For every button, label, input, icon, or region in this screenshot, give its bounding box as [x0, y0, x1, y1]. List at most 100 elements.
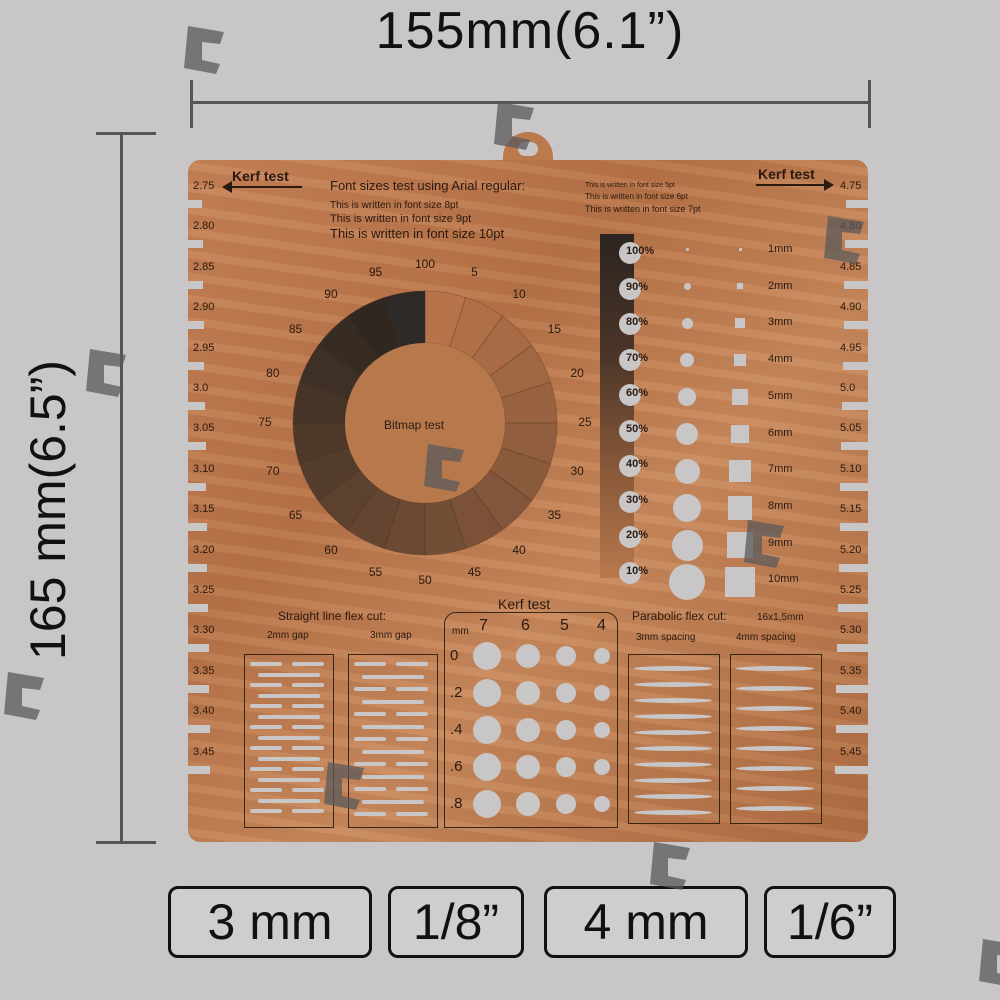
width-tick-right [868, 80, 871, 128]
vector-pattern-crafts-logo [320, 758, 374, 812]
font-line-9pt: This is written in font size 9pt [330, 213, 472, 225]
vector-pattern-crafts-logo [420, 440, 474, 494]
kerf-notch-right [845, 240, 868, 249]
hole-circle [673, 494, 701, 522]
dial-label: 60 [324, 542, 338, 557]
kerf-notch-left [188, 280, 204, 289]
height-tick-top [96, 132, 156, 135]
parabolic-slot [634, 682, 712, 687]
hole-size-label: 3mm [768, 316, 793, 329]
parabolic-slot [736, 686, 814, 691]
left-scale-label: 3.30 [193, 624, 215, 637]
kerf-hole [516, 755, 540, 779]
width-tick-left [190, 80, 193, 128]
flex-slot [354, 712, 386, 716]
left-scale-label: 2.75 [193, 180, 215, 192]
kerf-notch-right [838, 563, 868, 572]
parabolic-slot [736, 666, 814, 671]
height-label: 165 mm(6.5”) [20, 359, 76, 661]
right-scale-label: 5.05 [840, 422, 862, 435]
kerf-row-label: 0 [450, 647, 459, 664]
thickness-1-8in-button[interactable]: 1/8” [388, 886, 524, 958]
flex-slot [354, 787, 386, 791]
kerf-notch-left [188, 361, 205, 370]
flex-slot [250, 725, 282, 729]
flex-slot [258, 798, 320, 803]
kerf-notch-right [835, 725, 868, 734]
hole-square [734, 354, 746, 366]
font-line-6pt: This is written in font size 6pt [585, 192, 688, 201]
flex-slot [292, 788, 324, 792]
parabolic-slot [634, 778, 712, 783]
thickness-1-6in-button[interactable]: 1/6” [764, 886, 896, 958]
hole-size-label: 2mm [768, 279, 793, 292]
power-notch [619, 526, 641, 548]
flex-slot [396, 687, 428, 691]
dial-label: 75 [258, 415, 272, 429]
kerf-notch-left [188, 321, 204, 330]
kerf-hole [594, 648, 610, 664]
right-scale-label: 4.90 [840, 301, 862, 314]
power-notch [619, 490, 641, 513]
kerf-hole [594, 759, 610, 775]
hole-size-label: 7mm [768, 463, 793, 476]
left-scale-label: 3.10 [193, 462, 215, 475]
parabolic-slot [736, 726, 814, 731]
kerf-row-label: .8 [450, 795, 463, 812]
flex-slot [250, 809, 282, 813]
flex-slot [292, 704, 324, 708]
hole-circle [678, 388, 696, 406]
height-dimension-line [120, 133, 123, 843]
vector-pattern-crafts-logo [490, 98, 544, 152]
hole-circle [671, 529, 703, 561]
kerf-hole [473, 642, 501, 670]
dial-label: 55 [368, 565, 383, 580]
kerf-col-label: 4 [597, 617, 606, 634]
flex-slot [354, 762, 386, 766]
hole-size-label: 9mm [768, 536, 793, 549]
hole-circle [680, 353, 694, 367]
hole-size-label: 10mm [768, 573, 799, 586]
thickness-4mm-button[interactable]: 4 mm [544, 886, 748, 958]
height-label-wrap: 165 mm(6.5”) [18, 360, 78, 660]
flex-slot [362, 749, 424, 754]
dial-label: 85 [288, 322, 303, 337]
kerf-hole [556, 720, 576, 740]
power-level-label: 100% [626, 245, 655, 257]
hole-circle [683, 282, 691, 290]
parabolic-spacing-4mm: 4mm spacing [736, 632, 796, 643]
arrow-right-icon [824, 179, 834, 191]
kerf-col-label: 7 [479, 617, 488, 634]
parabolic-slot [736, 786, 814, 791]
vector-pattern-crafts-logo [975, 935, 1000, 989]
thickness-3mm-button[interactable]: 3 mm [168, 886, 372, 958]
parabolic-slot [634, 794, 712, 799]
kerf-hole [556, 646, 576, 666]
flex-slot [292, 767, 324, 771]
hole-square [730, 424, 750, 444]
bitmap-test-label: Bitmap test [384, 418, 445, 432]
hole-square [729, 460, 751, 482]
right-scale-label: 4.75 [840, 180, 862, 192]
vector-pattern-crafts-logo [0, 668, 54, 722]
font-line-8pt: This is written in font size 8pt [330, 200, 459, 211]
parabolic-slot [736, 806, 814, 811]
right-scale-label: 5.0 [840, 382, 856, 394]
parabolic-slot [634, 810, 712, 815]
kerf-hole [594, 685, 610, 701]
dial-label: 10 [512, 287, 526, 302]
kerf-test-right-label: Kerf test [758, 166, 815, 182]
flex-slot [292, 725, 324, 729]
dial-label: 15 [547, 322, 562, 337]
flex-slot [396, 787, 428, 791]
kerf-col-label: mm [452, 626, 469, 637]
kerf-hole [556, 683, 576, 703]
flex-slot [292, 662, 324, 666]
dial-label: 100 [414, 257, 436, 271]
flex-slot [250, 662, 282, 666]
dial-label: 65 [288, 507, 303, 522]
left-scale-label: 3.20 [193, 543, 215, 556]
parabolic-slot [736, 766, 814, 771]
kerf-notch-right [842, 402, 868, 410]
hole-size-label: 8mm [768, 499, 793, 512]
